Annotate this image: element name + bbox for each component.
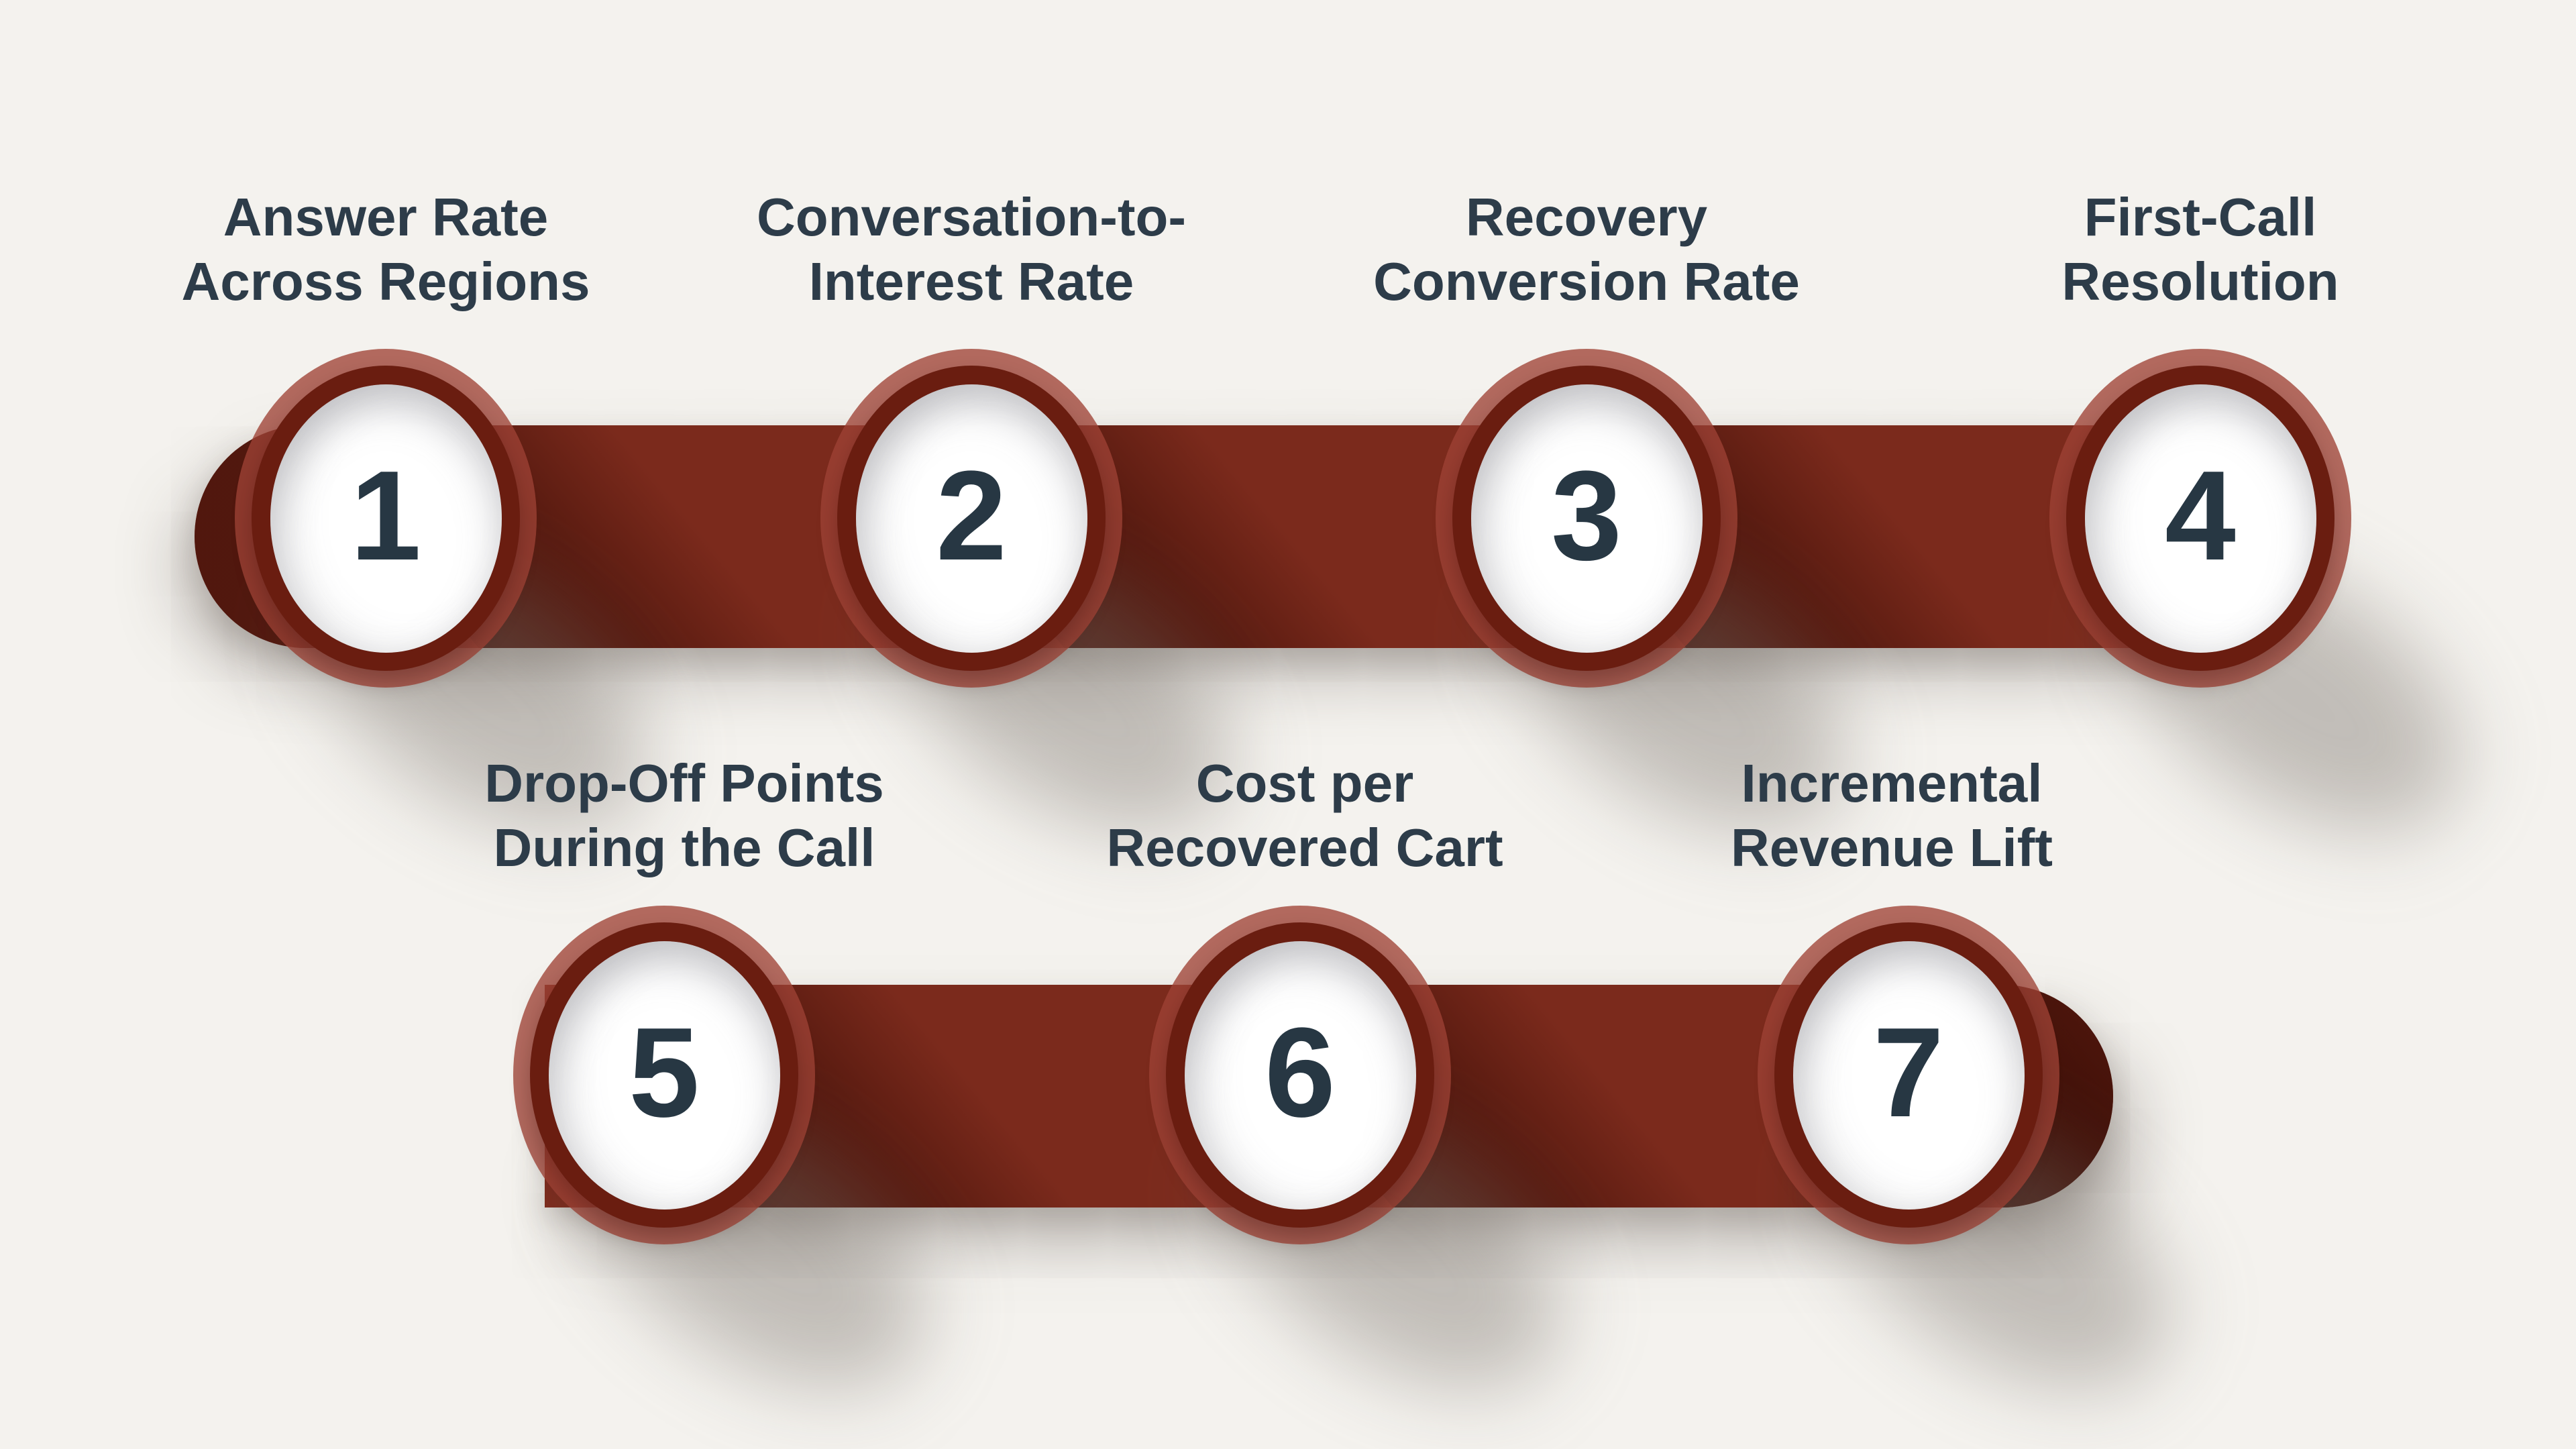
ring-inner: 5 [530,922,798,1228]
step-disc: 6 [1184,941,1416,1210]
step-disc: 5 [548,941,780,1210]
step-label-line: Answer Rate [223,187,549,247]
step-4-label: First-Call Resolution [2061,185,2339,314]
ring-outer: 3 [1436,349,1737,688]
ring-inner: 4 [2066,366,2334,671]
step-disc: 1 [270,384,502,653]
step-label-line: First-Call [2084,187,2317,247]
step-disc: 7 [1792,941,2025,1210]
step-label-line: During the Call [493,818,875,877]
step-label-line: Resolution [2061,252,2339,311]
ring-outer: 7 [1758,906,2059,1244]
step-number: 7 [1873,1001,1944,1144]
step-label-line: Conversion Rate [1373,252,1800,311]
step-label-line: Incremental [1741,753,2043,813]
ring-outer: 6 [1149,906,1451,1244]
step-1-label: Answer Rate Across Regions [181,185,590,314]
ring-outer: 2 [820,349,1122,688]
ring-outer: 5 [513,906,815,1244]
step-label-line: Recovered Cart [1106,818,1503,877]
step-6-label: Cost per Recovered Cart [1106,751,1503,880]
step-disc: 3 [1470,384,1703,653]
step-label-line: Drop-Off Points [484,753,884,813]
step-number: 2 [936,444,1007,587]
step-number: 3 [1551,444,1622,587]
step-number: 5 [629,1001,700,1144]
step-7-label: Incremental Revenue Lift [1731,751,2053,880]
ring-inner: 7 [1774,922,2043,1228]
ring-inner: 6 [1166,922,1434,1228]
step-disc: 2 [855,384,1087,653]
step-5-label: Drop-Off Points During the Call [484,751,883,880]
step-label-line: Across Regions [181,252,590,311]
ring-inner: 1 [252,366,520,671]
step-disc: 4 [2084,384,2316,653]
step-label-line: Revenue Lift [1730,818,2053,877]
step-label-line: Recovery [1465,187,1708,247]
step-2-label: Conversation-to- Interest Rate [757,185,1186,314]
step-label-line: Interest Rate [808,252,1134,311]
step-3-label: Recovery Conversion Rate [1373,185,1800,314]
ring-outer: 4 [2049,349,2351,688]
step-number: 6 [1265,1001,1336,1144]
step-label-line: Cost per [1195,753,1414,813]
ring-inner: 3 [1452,366,1721,671]
step-number: 1 [350,444,421,587]
step-number: 4 [2165,444,2236,587]
ring-outer: 1 [235,349,537,688]
ring-inner: 2 [837,366,1106,671]
step-label-line: Conversation-to- [757,187,1186,247]
